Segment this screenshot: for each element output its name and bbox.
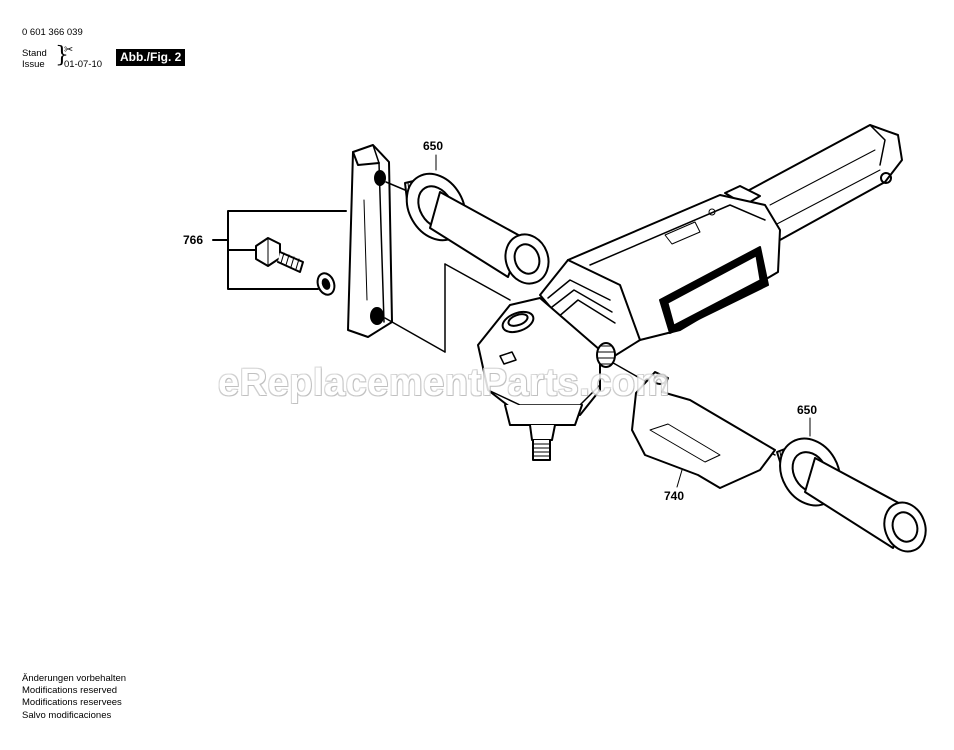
modification-notes: Änderungen vorbehalten Modifications res… [22,673,126,722]
brace-icon: } [55,43,69,68]
side-handle-650-top [404,172,550,285]
note-line: Modifications reserved [22,685,118,697]
part-766-group-bracket [212,210,347,290]
guard-740 [631,371,776,489]
mounting-bar [347,144,393,338]
bolt-766 [255,237,304,273]
stand-label: Stand [22,48,47,59]
washer-766 [316,272,336,296]
callout-740: 740 [664,489,685,503]
note-line: Änderungen vorbehalten [22,673,127,684]
figure-label: Abb./Fig. 2 [116,49,186,66]
note-line: Modifications reservees [22,697,122,709]
side-handle-650-right [776,437,927,553]
scissors-icon: ✂ [64,44,74,56]
callout-leaders [435,154,811,488]
callout-766: 766 [183,233,204,247]
watermark: eReplacementParts.com [218,362,670,404]
issue-label: Issue [22,59,45,70]
note-line: Salvo modificaciones [22,709,112,721]
issue-date: 01-07-10 [64,59,103,70]
callout-650-right: 650 [797,403,818,417]
callout-650-top: 650 [423,139,444,153]
part-number: 0 601 366 039 [22,27,83,38]
angle-grinder-body [477,124,903,461]
